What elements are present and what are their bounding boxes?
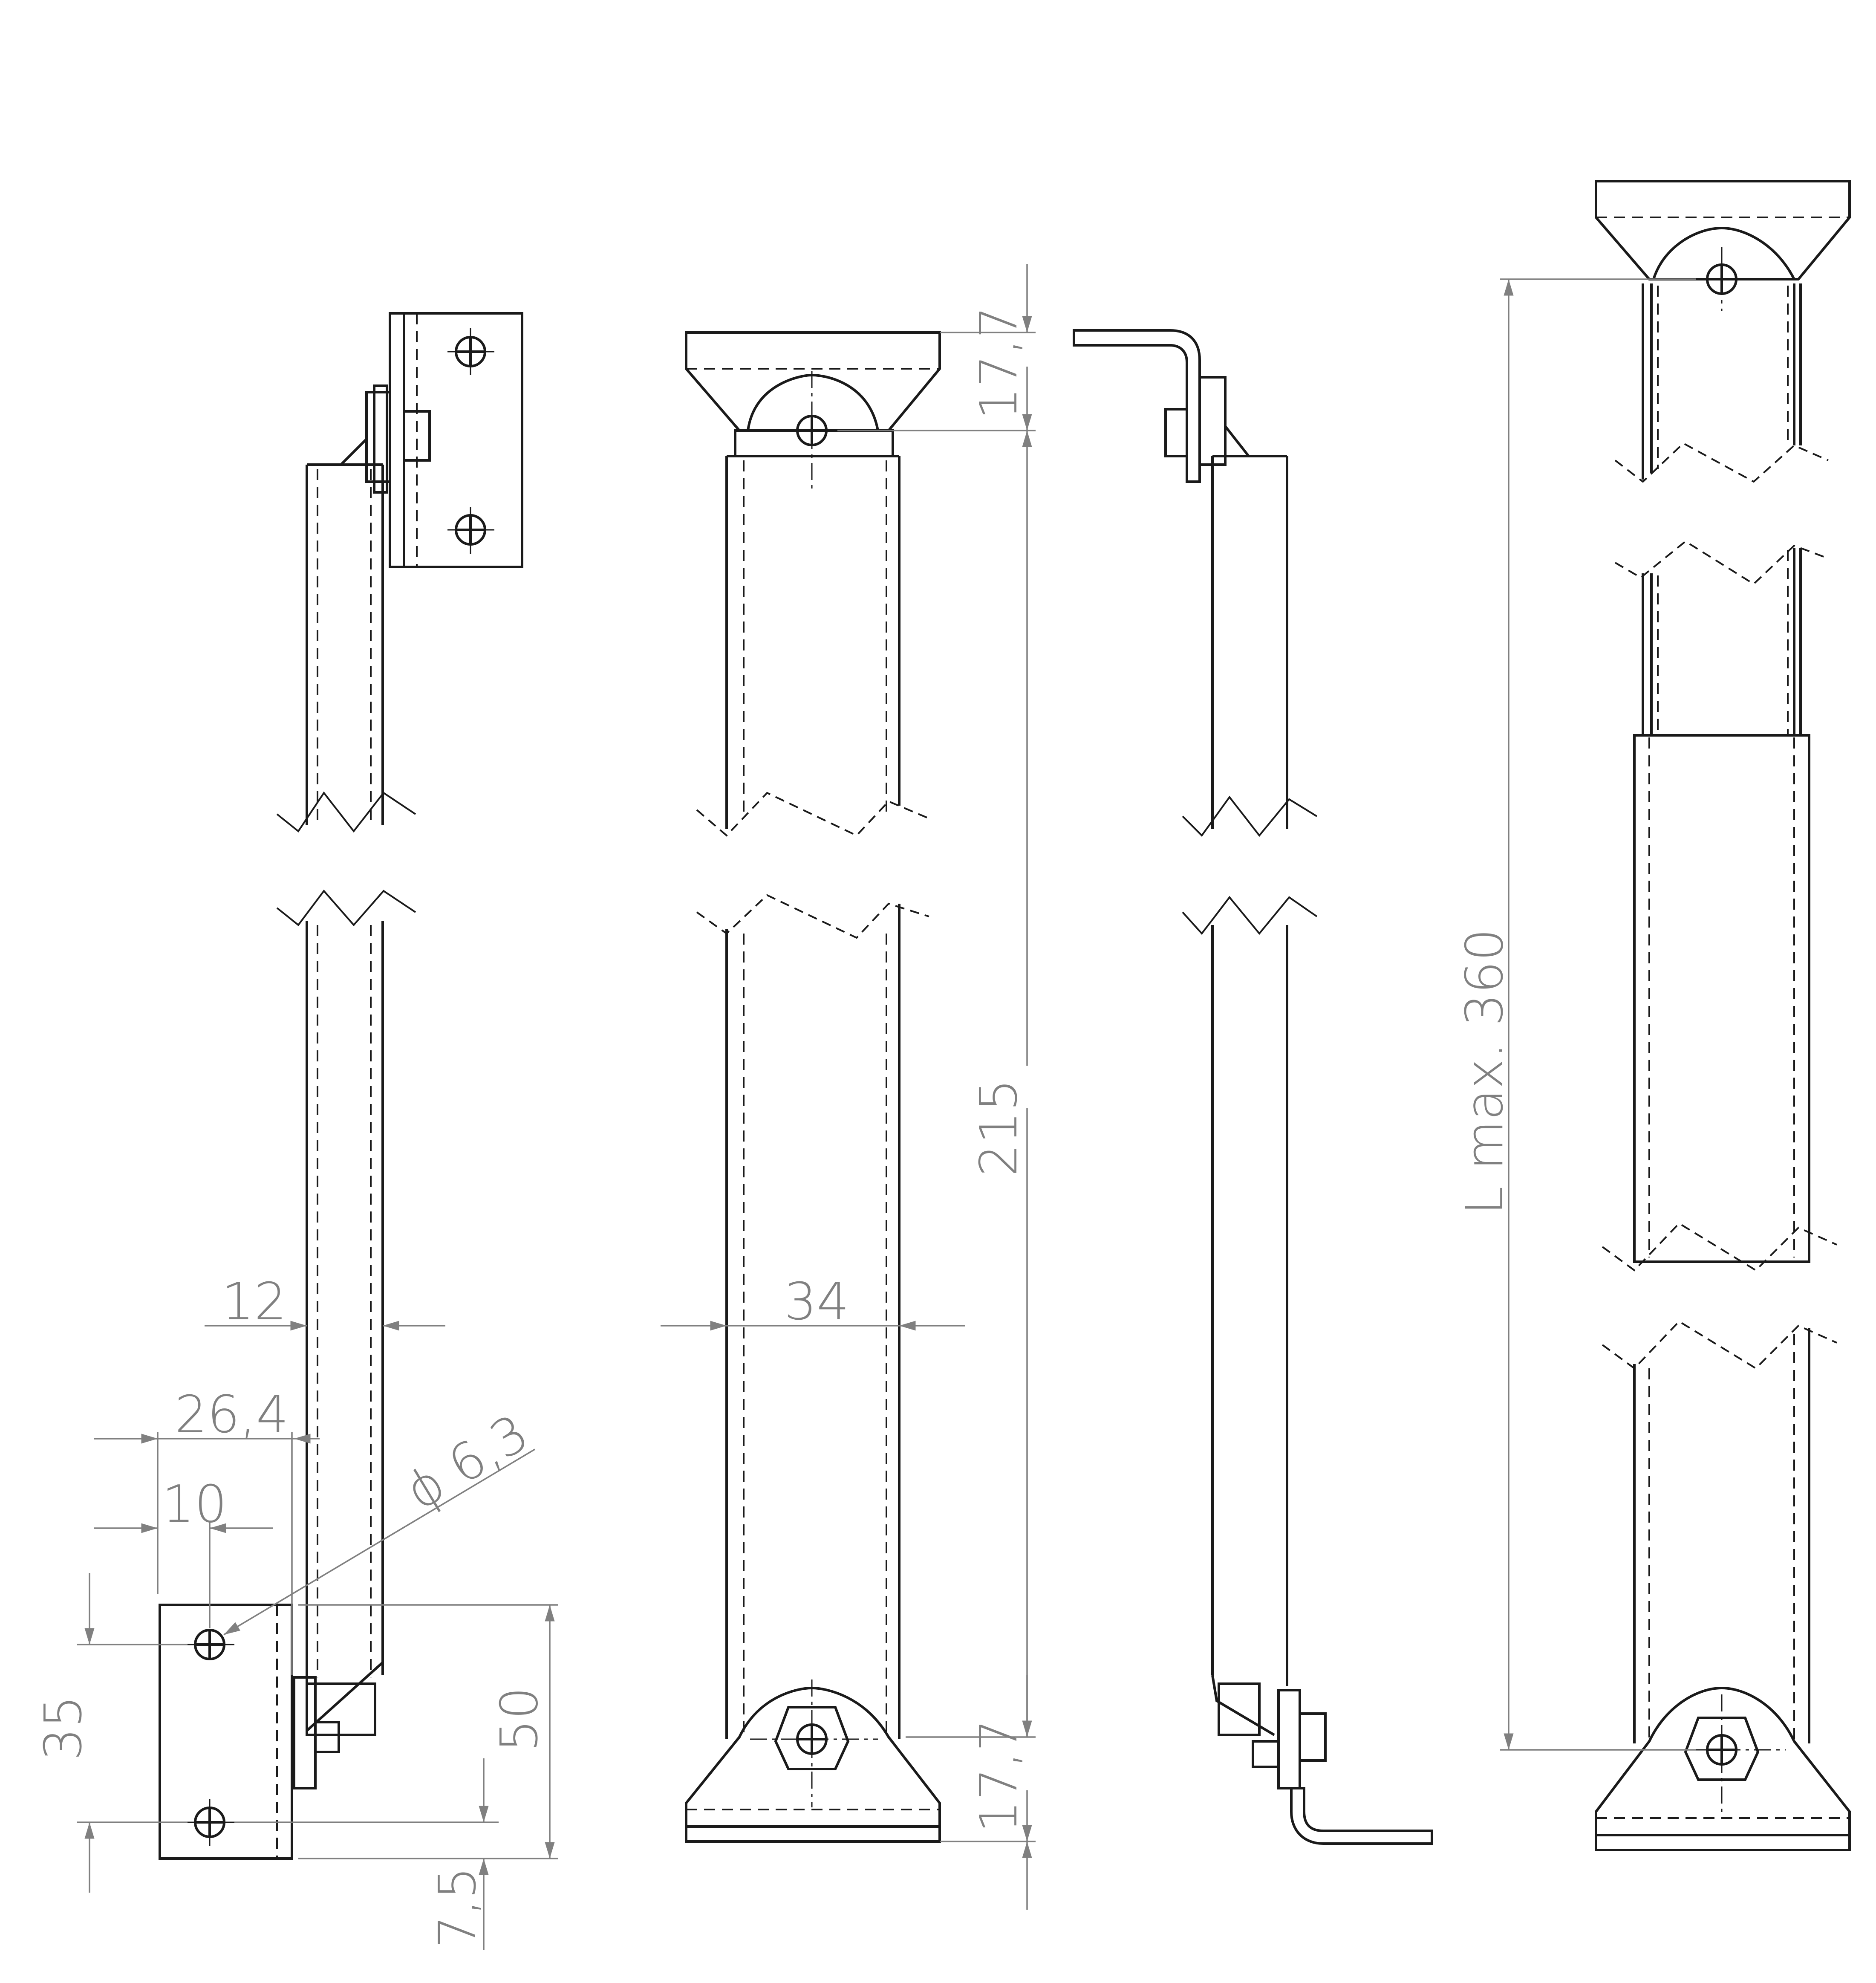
dim-label-12: 12 — [222, 1272, 287, 1332]
dim-label-17-7-bottom: 17,7 — [970, 1719, 1029, 1833]
dim-label-diameter: ϕ 6,3 — [395, 1403, 539, 1522]
dim-label-34: 34 — [784, 1272, 849, 1332]
dim-label-17-7-top: 17,7 — [970, 306, 1029, 420]
dim-label-50: 50 — [490, 1687, 549, 1752]
dimension-labels: 12 26,4 10 ϕ 6,3 35 50 7,5 34 17,7 215 1… — [34, 306, 1515, 1948]
dim-label-7-5: 7,5 — [428, 1867, 488, 1948]
dim-label-26-4: 26,4 — [175, 1385, 289, 1445]
side-view-left — [159, 312, 523, 1860]
dim-label-lmax: L max. 360 — [1455, 928, 1515, 1215]
dimension-lines — [77, 264, 1696, 1950]
dim-label-35: 35 — [34, 1695, 93, 1760]
dim-label-215: 215 — [970, 1079, 1029, 1177]
telescopic-view — [1595, 180, 1851, 1851]
side-view-right — [1073, 329, 1433, 1845]
front-view — [685, 331, 941, 1843]
dim-label-10: 10 — [162, 1475, 227, 1534]
